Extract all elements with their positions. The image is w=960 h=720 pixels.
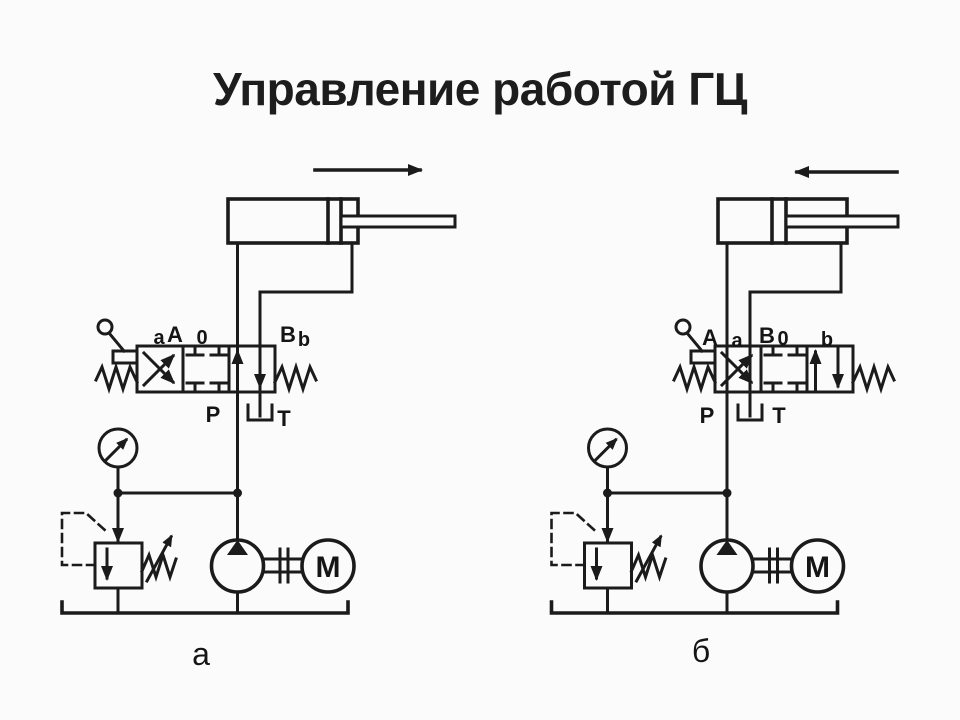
valve-position-label: b: [298, 329, 310, 351]
circuit-diagram-a: a A 0 B b P T M а: [62, 164, 457, 672]
tank-symbol-icon: [736, 403, 764, 422]
motor-label: M: [316, 551, 341, 584]
power-unit: [552, 429, 844, 613]
piston-rod: [784, 214, 900, 229]
valve-port-label: P: [700, 403, 715, 428]
valve-position-label: a: [731, 330, 743, 352]
hydraulic-cylinder: [716, 197, 900, 245]
valve-port-label: A: [167, 322, 183, 347]
power-unit: [62, 429, 354, 613]
tank-symbol-icon: [246, 403, 274, 422]
valve-port-label: A: [702, 325, 718, 350]
valve-port-label: B: [280, 322, 296, 347]
valve-port-label: B: [759, 323, 775, 348]
valve-position-label: b: [821, 329, 833, 351]
hydraulic-cylinder: [226, 197, 457, 245]
figure-caption: б: [692, 633, 710, 669]
valve-position-label: a: [153, 327, 165, 349]
figure-caption: а: [192, 636, 210, 672]
valve-port-label: T: [277, 406, 291, 431]
pipe-line-B: [748, 241, 843, 418]
page-title: Управление работой ГЦ: [213, 63, 747, 115]
valve-port-label: P: [206, 402, 221, 427]
valve-position-label: 0: [196, 327, 207, 349]
valve-port-label: T: [772, 403, 786, 428]
motor-label: M: [805, 551, 830, 584]
piston-rod: [339, 214, 457, 229]
valve-position-label: 0: [777, 328, 788, 350]
circuit-diagram-b: A a B 0 b P T M б: [552, 166, 900, 669]
